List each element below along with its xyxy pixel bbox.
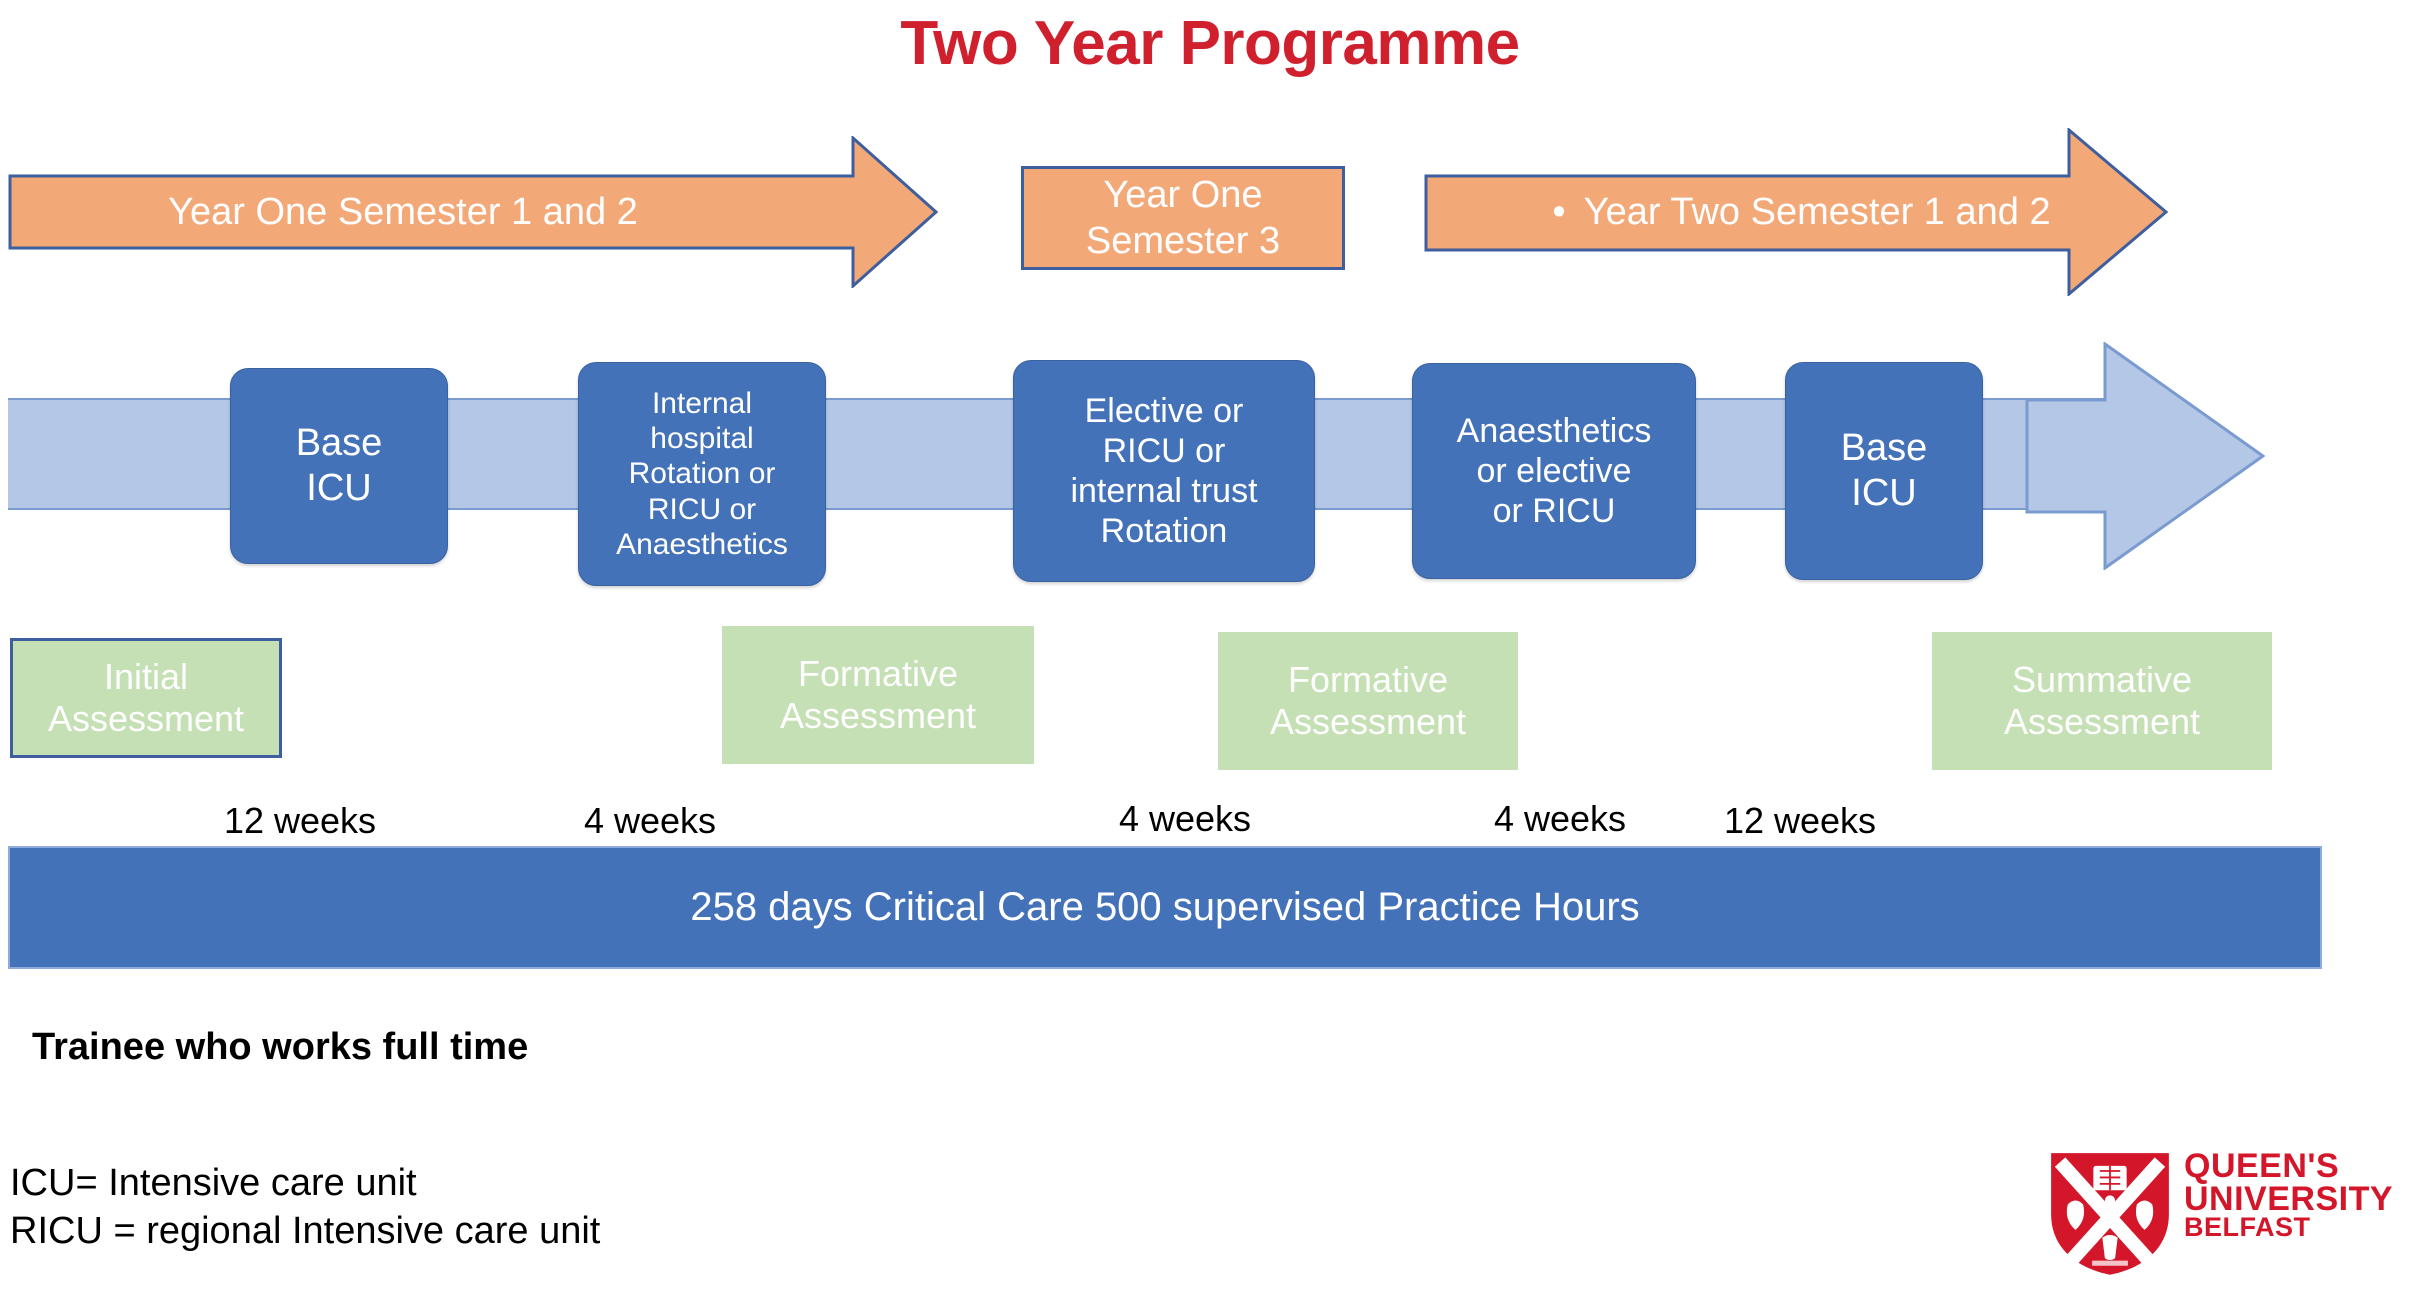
assessment-box-formative-1[interactable]: Formative Assessment [722,626,1034,764]
rotation-line: or RICU [1492,492,1616,531]
year-band-label-line2: Semester 3 [1085,220,1281,262]
rotation-box-elective-ricu[interactable]: Elective or RICU or internal trust Rotat… [1013,360,1315,582]
summary-bar: 258 days Critical Care 500 supervised Pr… [8,846,2322,969]
abbreviation-legend: ICU= Intensive care unit RICU = regional… [10,1160,600,1255]
rotation-line: Rotation [1100,512,1228,551]
year-band-box-year-one-sem-3[interactable]: Year One Semester 3 [1021,166,1345,270]
assessment-line: Summative [2011,658,2193,700]
assessment-line: Formative [1287,658,1448,700]
rotation-box-text: Base ICU [1841,426,1928,516]
year-band-label-line1: Year One [1103,173,1263,216]
assessment-box-initial[interactable]: Initial Assessment [10,638,282,758]
rotation-line: RICU or [1102,431,1226,470]
rotation-line: ICU [1851,472,1917,514]
year-band-label-wrap: Year One Semester 3 [1086,172,1280,265]
assessment-line: Assessment [2003,701,2201,742]
week-label-5: 12 weeks [1723,800,1877,841]
rotation-box-text: Internal hospital Rotation or RICU or An… [616,386,788,563]
rotation-line: Base [295,422,383,465]
arrow-shape-icon [8,136,938,288]
assessment-text: Summative Assessment [2004,659,2200,744]
rotation-line: Anaesthetics [616,528,788,562]
week-label-3: 4 weeks [1118,798,1252,839]
rotation-box-text: Anaesthetics or elective or RICU [1457,411,1652,531]
qub-logo-wordmark: QUEEN'S UNIVERSITY BELFAST [2184,1147,2394,1243]
assessment-line: Formative [797,652,958,694]
rotation-box-base-icu-1[interactable]: Base ICU [230,368,448,564]
assessment-line: Initial [103,655,189,697]
rotation-line: Anaesthetics [1456,411,1652,450]
rotation-box-anaesthetics-elective[interactable]: Anaesthetics or elective or RICU [1412,363,1696,579]
rotation-line: or elective [1476,451,1632,490]
assessment-text: Initial Assessment [48,656,244,741]
rotation-line: ICU [306,467,372,509]
assessment-line: Assessment [47,698,245,739]
rotation-box-base-icu-2[interactable]: Base ICU [1785,362,1983,580]
assessment-box-formative-2[interactable]: Formative Assessment [1218,632,1518,770]
qub-logo-line2: UNIVERSITY [2184,1179,2394,1218]
week-label-1: 12 weeks [223,800,377,841]
assessment-box-summative[interactable]: Summative Assessment [1932,632,2272,770]
rotation-track-arrowhead-icon [2025,342,2265,570]
rotation-line: Rotation or [628,457,776,491]
rotation-line: Internal [651,386,753,420]
legend-line-ricu: RICU = regional Intensive care unit [10,1209,601,1252]
week-label-4: 4 weeks [1493,798,1627,839]
qub-logo-line3: BELFAST [2184,1212,2311,1243]
assessment-text: Formative Assessment [780,653,976,738]
rotation-box-text: Base ICU [296,421,383,511]
year-band-arrow-year-two-sem-1-2[interactable]: • Year Two Semester 1 and 2 [1424,128,2169,296]
qub-crest-icon [2051,1153,2169,1275]
rotation-line: RICU or [647,492,757,526]
qub-logo-line1: QUEEN'S [2184,1147,2340,1185]
rotation-line: Elective or [1084,391,1244,430]
legend-line-icu: ICU= Intensive care unit [10,1162,417,1204]
rotation-box-internal-hospital[interactable]: Internal hospital Rotation or RICU or An… [578,362,826,586]
rotation-box-text: Elective or RICU or internal trust Rotat… [1070,391,1257,551]
rotation-line: hospital [650,421,754,455]
week-label-2: 4 weeks [583,800,717,841]
rotation-line: internal trust [1070,472,1258,510]
queens-university-belfast-logo: QUEEN'S UNIVERSITY BELFAST [2046,1148,2404,1276]
trainee-note: Trainee who works full time [32,1026,529,1068]
page-title: Two Year Programme [900,9,1520,78]
year-band-arrow-year-one-sem-1-2[interactable]: Year One Semester 1 and 2 [8,136,938,288]
assessment-line: Assessment [779,695,977,736]
assessment-line: Assessment [1269,701,1467,742]
arrow-shape-icon [1424,128,2169,296]
rotation-line: Base [1840,427,1928,470]
assessment-text: Formative Assessment [1270,659,1466,744]
